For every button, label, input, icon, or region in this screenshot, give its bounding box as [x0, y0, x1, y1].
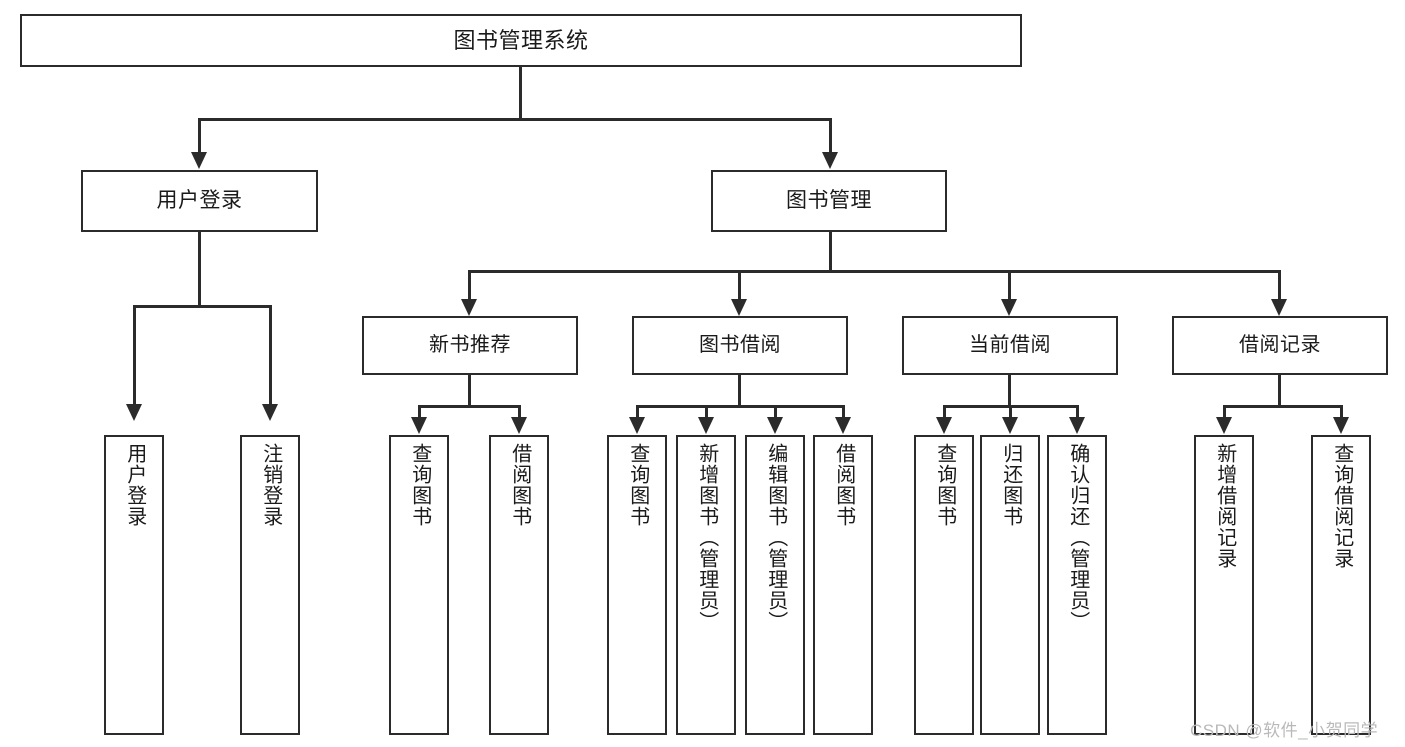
arrowhead-user-login [191, 152, 207, 169]
connector-drop-leaf-logout [269, 305, 272, 406]
connector-drop-bb-edit [774, 405, 777, 419]
connector-new-book-stem [468, 375, 471, 406]
arrowhead-leaf-user-login [126, 404, 142, 421]
connector-drop-bb-query [636, 405, 639, 419]
connector-drop-nb-query [418, 405, 421, 419]
arrowhead-nb-borrow [511, 417, 527, 434]
node-new-book-recommend[interactable]: 新书推荐 [362, 316, 578, 375]
connector-drop-new-book [468, 270, 471, 301]
leaf-cb-return-book[interactable]: 归还图书 [980, 435, 1040, 735]
node-label: 查询图书 [408, 443, 431, 527]
node-current-borrow[interactable]: 当前借阅 [902, 316, 1118, 375]
node-root-system[interactable]: 图书管理系统 [20, 14, 1022, 67]
connector-level2-bus [198, 118, 831, 121]
leaf-br-add-record[interactable]: 新增借阅记录 [1194, 435, 1254, 735]
arrowhead-bb-add [698, 417, 714, 434]
leaf-bb-edit-book[interactable]: 编辑图书（管理员） [745, 435, 805, 735]
connector-user-login-stem [198, 232, 201, 306]
connector-book-borrow-stem [738, 375, 741, 406]
leaf-nb-borrow-book[interactable]: 借阅图书 [489, 435, 549, 735]
connector-current-borrow-stem [1008, 375, 1011, 406]
connector-drop-borrow-record [1278, 270, 1281, 301]
node-label: 新增图书（管理员） [695, 443, 718, 632]
node-book-borrow[interactable]: 图书借阅 [632, 316, 848, 375]
connector-drop-bb-add [705, 405, 708, 419]
connector-drop-cb-confirm [1076, 405, 1079, 419]
leaf-bb-borrow-book[interactable]: 借阅图书 [813, 435, 873, 735]
leaf-cb-query-book[interactable]: 查询图书 [914, 435, 974, 735]
connector-drop-current-borrow [1008, 270, 1011, 301]
node-label: 新书推荐 [429, 334, 511, 356]
arrowhead-br-add [1216, 417, 1232, 434]
node-label: 查询借阅记录 [1330, 443, 1353, 569]
connector-drop-user-login [198, 118, 201, 154]
connector-new-book-bus [418, 405, 519, 408]
connector-level3-bus [468, 270, 1280, 273]
node-label: 注销登录 [259, 443, 282, 527]
connector-drop-bb-borrow [842, 405, 845, 419]
node-label: 用户登录 [156, 188, 243, 212]
node-label: 确认归还（管理员） [1066, 443, 1089, 632]
node-label: 图书管理 [786, 188, 872, 212]
arrowhead-bb-edit [767, 417, 783, 434]
node-label: 查询图书 [626, 443, 649, 527]
arrowhead-book-manage [822, 152, 838, 169]
connector-drop-book-manage [829, 118, 832, 154]
connector-borrow-record-stem [1278, 375, 1281, 406]
connector-borrow-record-bus [1223, 405, 1342, 408]
arrowhead-br-query [1333, 417, 1349, 434]
connector-user-login-bus [133, 305, 271, 308]
connector-drop-book-borrow [738, 270, 741, 301]
arrowhead-nb-query [411, 417, 427, 434]
leaf-nb-query-book[interactable]: 查询图书 [389, 435, 449, 735]
connector-drop-br-query [1340, 405, 1343, 419]
arrowhead-new-book [461, 299, 477, 316]
connector-drop-leaf-user-login [133, 305, 136, 406]
arrowhead-book-borrow [731, 299, 747, 316]
node-label: 借阅图书 [832, 443, 855, 527]
connector-root-stem [519, 67, 522, 118]
node-label: 图书管理系统 [453, 27, 589, 53]
node-label: 归还图书 [999, 443, 1022, 527]
arrowhead-cb-return [1002, 417, 1018, 434]
leaf-logout[interactable]: 注销登录 [240, 435, 300, 735]
node-label: 查询图书 [933, 443, 956, 527]
leaf-bb-query-book[interactable]: 查询图书 [607, 435, 667, 735]
leaf-br-query-record[interactable]: 查询借阅记录 [1311, 435, 1371, 735]
connector-drop-cb-return [1009, 405, 1012, 419]
connector-drop-br-add [1223, 405, 1226, 419]
node-book-management[interactable]: 图书管理 [711, 170, 947, 232]
node-label: 借阅记录 [1239, 334, 1321, 356]
connector-book-borrow-bus [636, 405, 843, 408]
node-label: 借阅图书 [508, 443, 531, 527]
node-label: 图书借阅 [699, 334, 781, 356]
connector-book-manage-stem [829, 232, 832, 271]
arrowhead-cb-confirm [1069, 417, 1085, 434]
node-label: 当前借阅 [969, 334, 1051, 356]
node-label: 新增借阅记录 [1213, 443, 1236, 569]
arrowhead-current-borrow [1001, 299, 1017, 316]
leaf-bb-add-book[interactable]: 新增图书（管理员） [676, 435, 736, 735]
connector-drop-nb-borrow [518, 405, 521, 419]
arrowhead-borrow-record [1271, 299, 1287, 316]
leaf-cb-confirm-return[interactable]: 确认归还（管理员） [1047, 435, 1107, 735]
arrowhead-bb-query [629, 417, 645, 434]
node-borrow-record[interactable]: 借阅记录 [1172, 316, 1388, 375]
leaf-user-login[interactable]: 用户登录 [104, 435, 164, 735]
arrowhead-leaf-logout [262, 404, 278, 421]
node-label: 用户登录 [123, 443, 146, 527]
arrowhead-cb-query [936, 417, 952, 434]
node-user-login[interactable]: 用户登录 [81, 170, 318, 232]
connector-drop-cb-query [943, 405, 946, 419]
node-label: 编辑图书（管理员） [764, 443, 787, 632]
arrowhead-bb-borrow [835, 417, 851, 434]
